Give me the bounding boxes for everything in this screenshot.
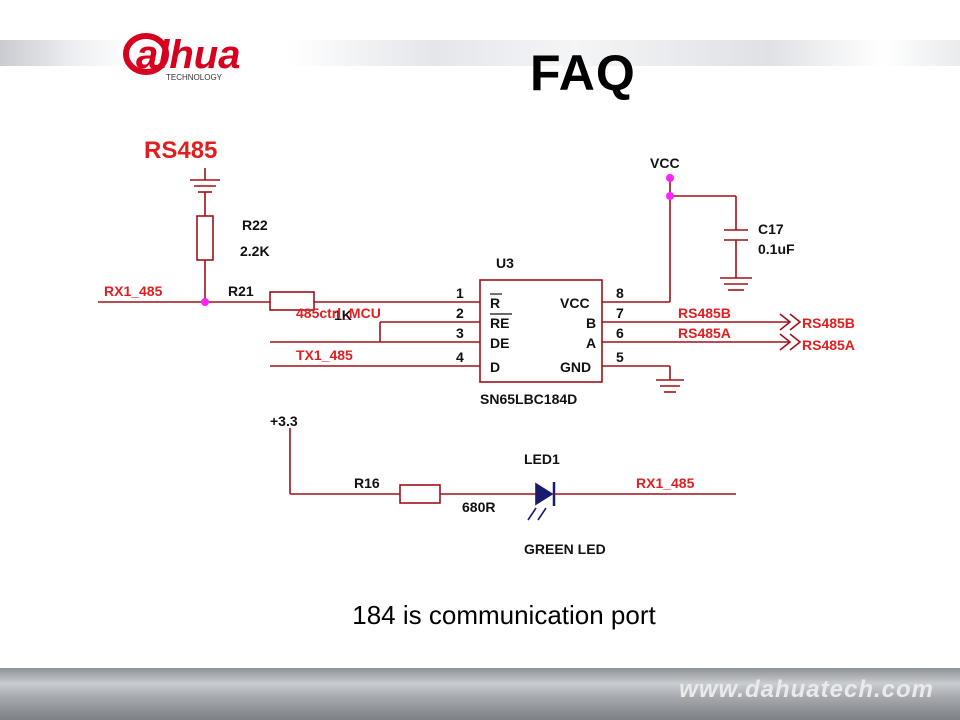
led1-value: GREEN LED xyxy=(524,541,606,557)
r21-resistor xyxy=(269,291,315,311)
pin-8-name: VCC xyxy=(560,295,590,311)
logo-swoosh xyxy=(123,33,169,75)
net-rx1-485-led: RX1_485 xyxy=(636,475,695,491)
pin-2-num: 2 xyxy=(456,305,464,321)
r16-ref: R16 xyxy=(354,475,380,491)
rs485-schematic: RS485 R22 2.2K RX1_485 R21 1K 485ctrl_MC… xyxy=(98,137,855,557)
vcc-label: VCC xyxy=(650,155,680,171)
dahua-logo: alhua TECHNOLOGY xyxy=(123,33,240,82)
section-label: RS485 xyxy=(144,137,217,164)
logo-wordmark: alhua xyxy=(136,33,240,77)
ic-ref: U3 xyxy=(496,255,514,271)
pin-1-num: 1 xyxy=(456,285,464,301)
r21-value: 1K xyxy=(334,307,352,323)
page-title: FAQ xyxy=(530,45,636,101)
led1-ref: LED1 xyxy=(524,451,560,467)
net-rs485a: RS485A xyxy=(678,325,731,341)
port-rs485b: RS485B xyxy=(802,315,855,331)
r22-value: 2.2K xyxy=(240,243,270,259)
logo-subtext: TECHNOLOGY xyxy=(166,73,223,82)
pin-5-num: 5 xyxy=(616,349,624,365)
pin-3-name: DE xyxy=(490,335,509,351)
net-tx1-485: TX1_485 xyxy=(296,347,353,363)
pin-4-name: D xyxy=(490,359,500,375)
port-rs485a: RS485A xyxy=(802,337,855,353)
pin-6-num: 6 xyxy=(616,325,624,341)
pin-8-num: 8 xyxy=(616,285,624,301)
pin-7-name: B xyxy=(586,315,596,331)
junction-dot xyxy=(666,174,674,182)
pin-2-name: RE xyxy=(490,315,509,331)
pin-4-num: 4 xyxy=(456,349,464,365)
net-rs485b: RS485B xyxy=(678,305,731,321)
pin-6-name: A xyxy=(586,335,596,351)
led1-diode xyxy=(535,482,554,506)
r16-resistor xyxy=(399,484,441,504)
slide-caption: 184 is communication port xyxy=(352,600,656,630)
r21-ref: R21 xyxy=(228,283,254,299)
r22-ref: R22 xyxy=(242,217,268,233)
junction-dot xyxy=(201,298,209,306)
ic-u3 xyxy=(479,279,603,383)
junction-dot xyxy=(666,192,674,200)
pin-3-num: 3 xyxy=(456,325,464,341)
net-485ctrl: 485ctrl_MCU xyxy=(296,305,381,321)
c17-ref: C17 xyxy=(758,221,784,237)
net-rx1-485: RX1_485 xyxy=(104,283,163,299)
footer-url: www.dahuatech.com xyxy=(679,676,934,703)
pin-1-name: R xyxy=(490,295,500,311)
pin-7-num: 7 xyxy=(616,305,624,321)
r22-resistor xyxy=(196,215,214,261)
footer-bar: www.dahuatech.com xyxy=(0,668,960,720)
c17-value: 0.1uF xyxy=(758,241,795,257)
r16-value: 680R xyxy=(462,499,495,515)
ic-part: SN65LBC184D xyxy=(480,391,577,407)
pin-5-name: GND xyxy=(560,359,591,375)
supply-3v3: +3.3 xyxy=(270,413,298,429)
